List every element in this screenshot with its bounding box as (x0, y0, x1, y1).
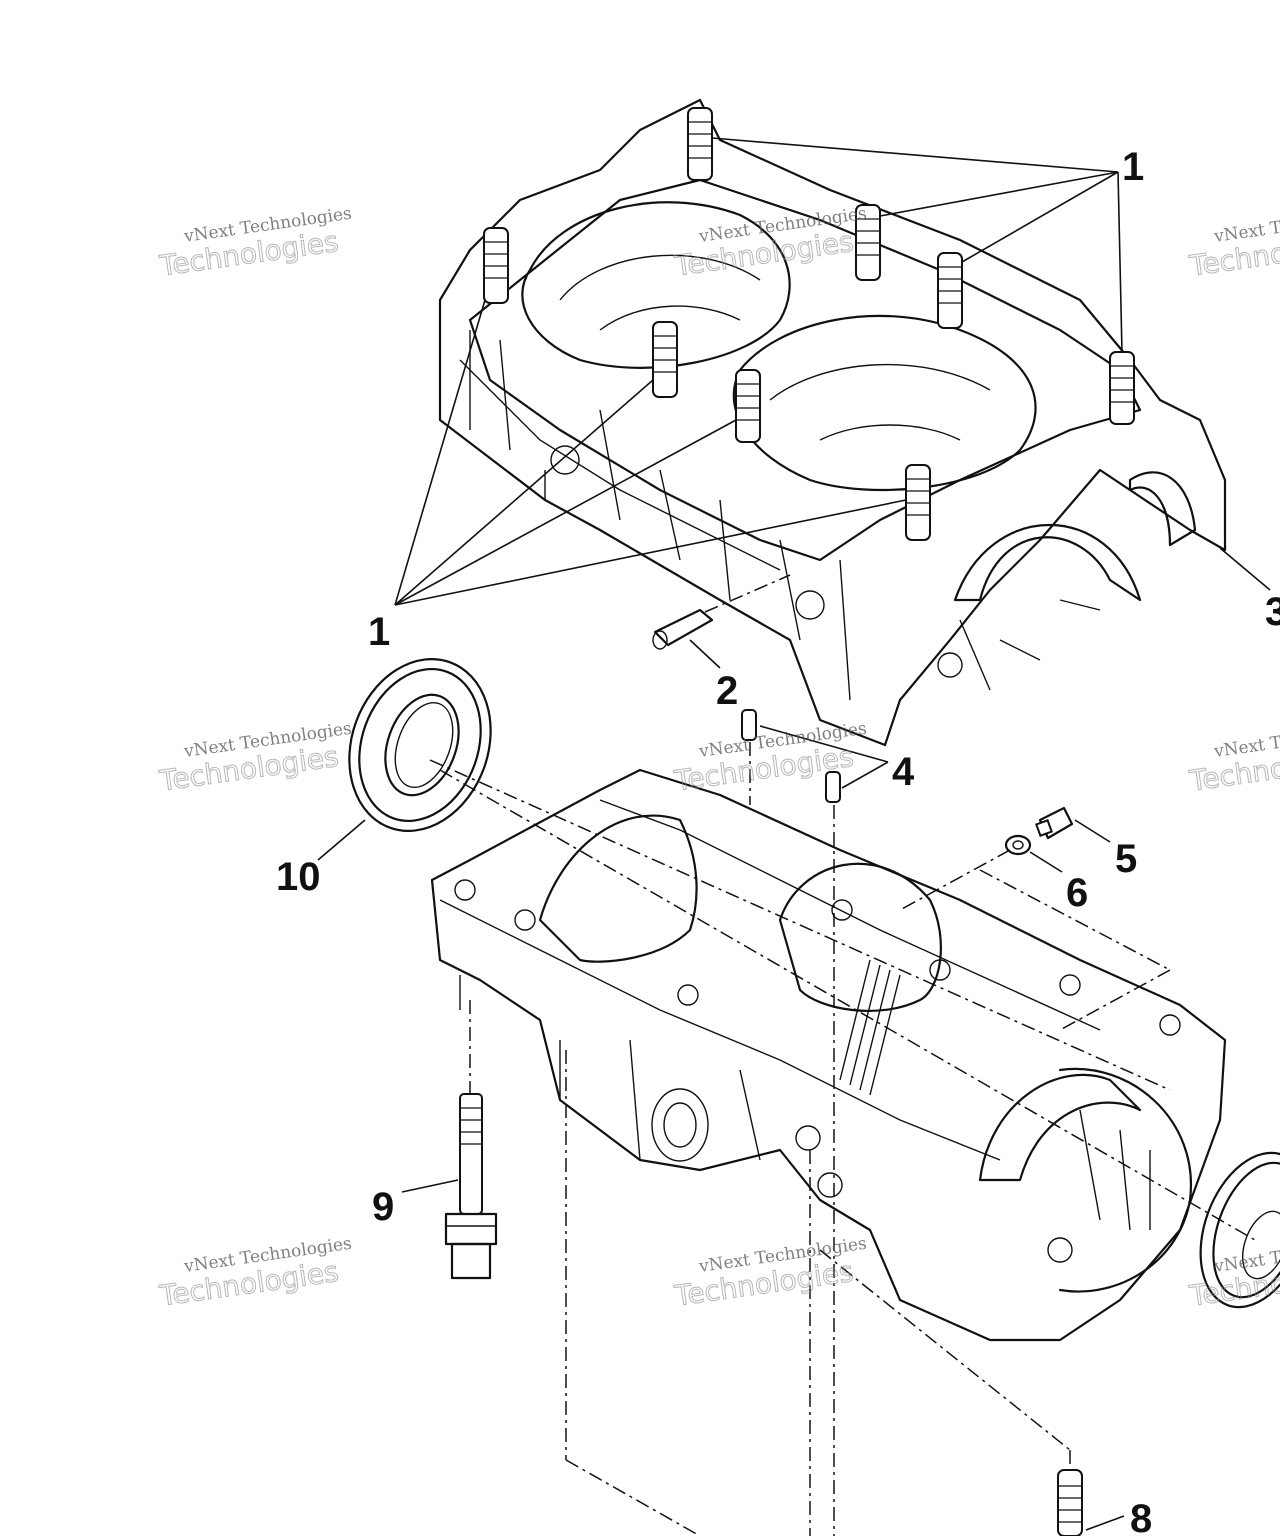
callout-6: 6 (1066, 871, 1088, 915)
stud (735, 369, 761, 443)
callout-3: 3 (1265, 590, 1280, 634)
bolt-and-washer (899, 806, 1111, 911)
cylinder-studs (483, 107, 1135, 541)
callout-2: 2 (716, 669, 738, 713)
stud (1109, 351, 1135, 425)
callout-1-left: 1 (368, 610, 390, 654)
leader-item-3 (1219, 547, 1271, 591)
dowel-pins (741, 709, 889, 1536)
stud (937, 252, 963, 329)
leaders-item-1 (394, 137, 1123, 606)
oil-seal-right (1199, 1151, 1280, 1309)
upper-crankcase (438, 98, 1227, 747)
callout-10: 10 (276, 855, 321, 899)
callout-5: 5 (1115, 837, 1137, 881)
callout-4: 4 (892, 750, 915, 794)
callout-9: 9 (372, 1185, 394, 1229)
callout-numbers: 1 1 2 3 4 5 6 8 9 10 (276, 145, 1280, 1536)
stud (905, 464, 931, 541)
callout-8: 8 (1130, 1497, 1152, 1536)
assembly-lines (429, 759, 1256, 1536)
stud (687, 107, 713, 181)
lower-crankcase (430, 768, 1227, 1342)
crankcase-bolt (401, 1000, 498, 1280)
stud (652, 321, 678, 398)
lower-stud (1057, 1469, 1125, 1536)
oil-seal-left (317, 657, 492, 861)
stud (855, 204, 881, 281)
jet-fitting (652, 574, 791, 669)
callout-1-top: 1 (1122, 145, 1144, 189)
stud (483, 227, 509, 304)
